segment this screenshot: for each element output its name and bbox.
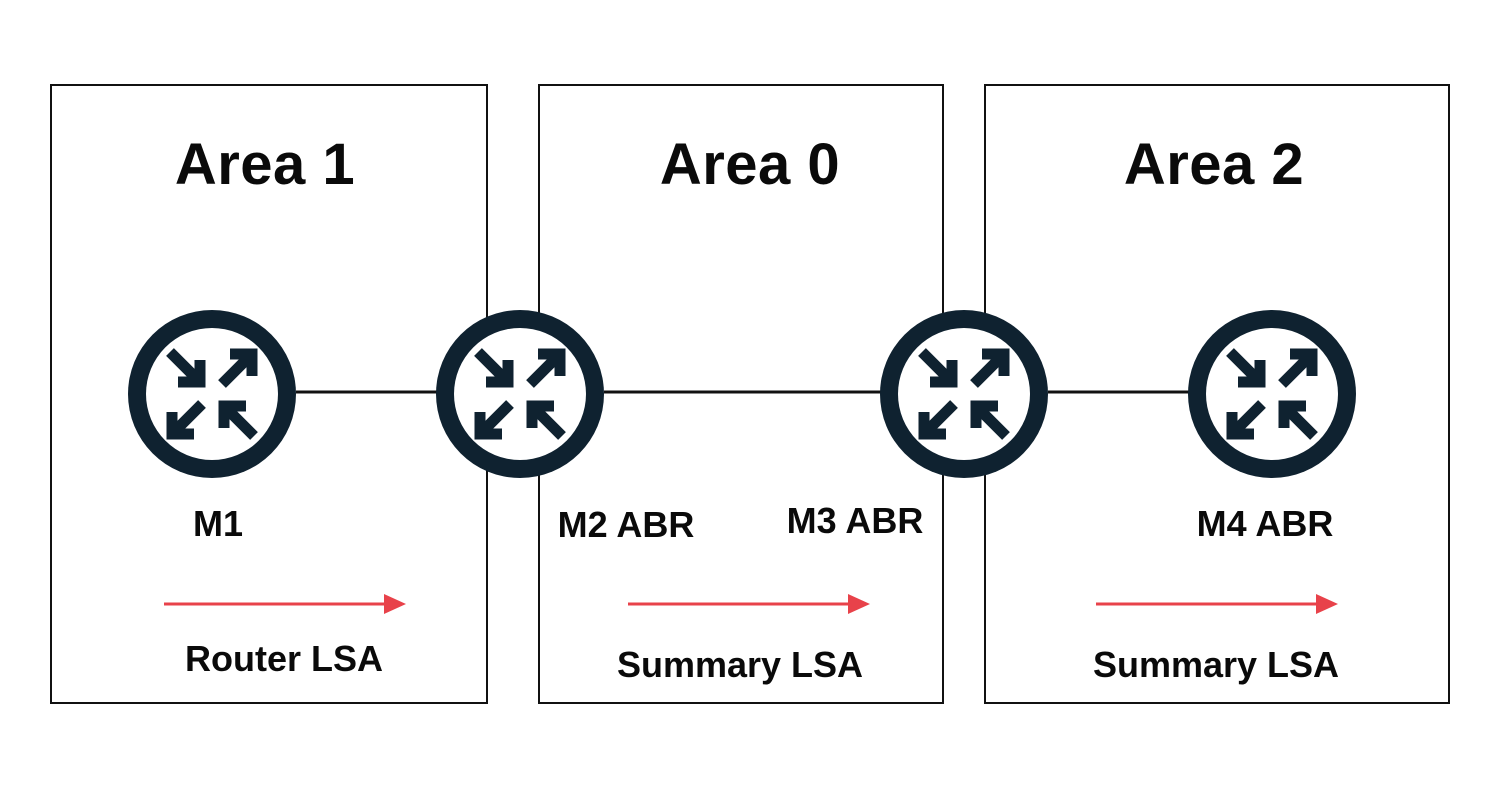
- area-0-title: Area 0: [659, 132, 841, 197]
- lsa-label-area-0: Summary LSA: [616, 644, 864, 685]
- lsa-label-area-2: Summary LSA: [1092, 644, 1340, 685]
- router-m1-icon: [128, 310, 296, 478]
- area-2-title: Area 2: [1123, 132, 1305, 197]
- router-m2-label: M2 ABR: [557, 504, 695, 545]
- router-m4-icon: [1188, 310, 1356, 478]
- lsa-arrow-area-2: [1096, 594, 1338, 614]
- router-m2-icon: [436, 310, 604, 478]
- lsa-arrow-area-0: [628, 594, 870, 614]
- lsa-label-area-1: Router LSA: [185, 638, 383, 679]
- router-m3-icon: [880, 310, 1048, 478]
- router-m1-label: M1: [192, 503, 244, 544]
- lsa-arrow-area-1: [164, 594, 406, 614]
- area-1-title: Area 1: [174, 132, 356, 197]
- router-m4-label: M4 ABR: [1196, 503, 1334, 544]
- router-m3-label: M3 ABR: [786, 500, 924, 541]
